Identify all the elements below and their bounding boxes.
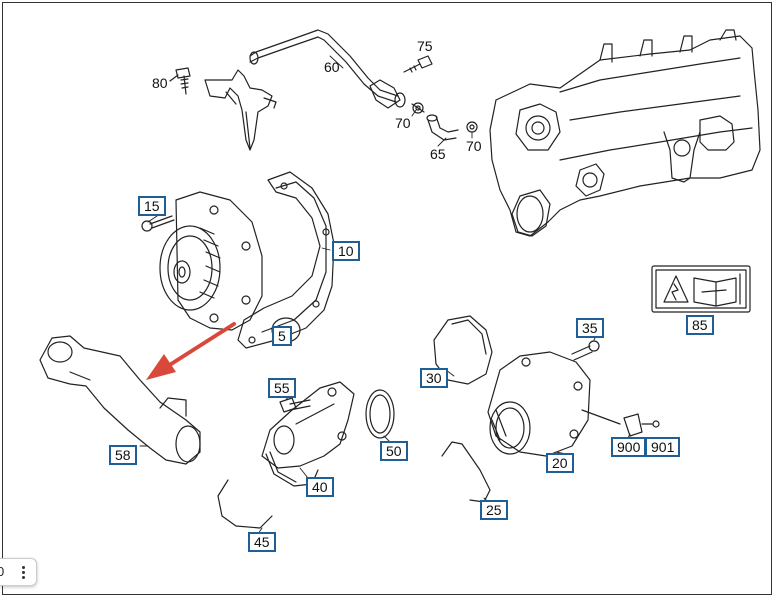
ring-30 [433, 315, 493, 385]
callout-75: 75 [417, 38, 433, 54]
callout-55: 55 [268, 378, 296, 398]
hose-65 [426, 114, 459, 141]
clip-25 [441, 441, 491, 503]
callout-900: 900 [611, 437, 647, 457]
callout-70a: 70 [395, 115, 411, 131]
bolt-80 [175, 67, 191, 95]
gasket-10 [237, 171, 335, 349]
callout-901: 901 [645, 437, 681, 457]
corner-menu[interactable]: 0 [0, 558, 37, 586]
water-pump [159, 191, 263, 331]
clamp-70b [466, 121, 478, 133]
clip-45 [217, 479, 273, 529]
red-arrow [146, 322, 236, 380]
pipe-60 [249, 29, 406, 109]
callout-35: 35 [576, 318, 604, 338]
housing-20 [487, 351, 621, 457]
engine-block [489, 29, 761, 237]
callout-20: 20 [546, 453, 574, 473]
connector-901 [652, 420, 660, 428]
bracket-part [204, 69, 277, 151]
callout-80: 80 [152, 75, 168, 91]
callout-5: 5 [272, 326, 292, 346]
bolt-15 [141, 215, 175, 232]
corner-menu-label: 0 [0, 564, 5, 579]
sensor-900 [623, 413, 653, 437]
clamp-70a [411, 102, 425, 114]
callout-50: 50 [380, 441, 408, 461]
bolt-75 [403, 55, 433, 73]
callout-58: 58 [109, 445, 137, 465]
callout-40: 40 [306, 477, 334, 497]
callout-65: 65 [430, 146, 446, 162]
callout-85: 85 [686, 315, 714, 335]
more-options-icon[interactable] [16, 565, 30, 580]
ring-50 [365, 389, 395, 439]
warning-label-85 [651, 265, 751, 313]
callout-25: 25 [480, 500, 508, 520]
callout-45: 45 [248, 532, 276, 552]
pipe-58 [39, 335, 201, 465]
callout-60: 60 [324, 59, 340, 75]
callout-70b: 70 [466, 138, 482, 154]
callout-30: 30 [420, 368, 448, 388]
callout-10: 10 [332, 241, 360, 261]
bolt-35 [571, 340, 600, 361]
callout-15: 15 [138, 196, 166, 216]
